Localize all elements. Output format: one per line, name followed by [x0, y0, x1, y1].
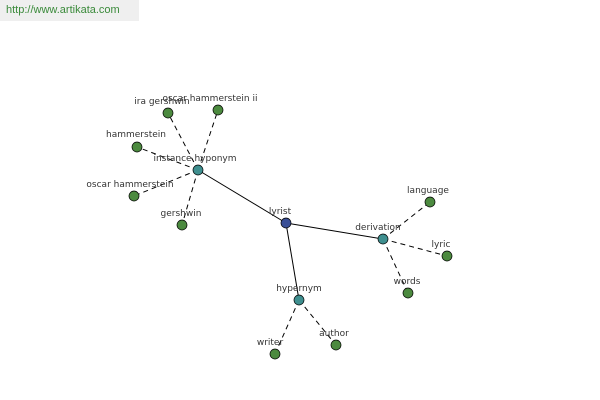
edge-instance-hyponym-hammerstein: [136, 146, 199, 171]
node-instance-hyponym-label[interactable]: instance hyponym: [153, 154, 236, 164]
edge-instance-hyponym-gershwin: [181, 169, 199, 226]
node-words-dot[interactable]: [402, 287, 414, 299]
node-writer[interactable]: writer: [257, 338, 284, 360]
edge-derivation-words: [382, 238, 409, 294]
node-hammerstein[interactable]: hammerstein: [106, 130, 166, 153]
node-language-dot[interactable]: [424, 196, 436, 208]
edge-root-instance-hyponym: [197, 169, 287, 224]
node-writer-dot[interactable]: [269, 348, 281, 360]
node-lyric-label[interactable]: lyric: [432, 240, 451, 250]
node-lyric-dot[interactable]: [441, 250, 453, 262]
graph-edges: [133, 109, 448, 355]
node-gershwin[interactable]: gershwin: [161, 209, 202, 231]
node-ira-gershwin[interactable]: ira gershwin: [134, 97, 190, 119]
edge-hypernym-writer: [274, 299, 300, 355]
node-words-label[interactable]: words: [394, 277, 421, 287]
source-url[interactable]: http://www.artikata.com: [0, 0, 139, 21]
node-author-label[interactable]: author: [319, 329, 349, 339]
node-instance-hyponym-dot[interactable]: [192, 164, 204, 176]
node-oscar-hammerstein[interactable]: oscar hammerstein: [86, 180, 174, 202]
node-hypernym[interactable]: hypernym: [276, 284, 322, 306]
edge-derivation-language: [382, 201, 431, 240]
node-oscar-hammerstein-ii-label[interactable]: oscar hammerstein ii: [162, 94, 257, 104]
edge-instance-hyponym-ira-gershwin: [167, 112, 199, 171]
node-lyrist-dot[interactable]: [280, 217, 292, 229]
node-gershwin-dot[interactable]: [176, 219, 188, 231]
node-oscar-hammerstein-ii-dot[interactable]: [212, 104, 224, 116]
edge-root-derivation: [285, 222, 384, 240]
edge-instance-hyponym-oscar-hammerstein: [133, 169, 199, 197]
node-lyric[interactable]: lyric: [432, 240, 453, 262]
node-language-label[interactable]: language: [407, 186, 449, 196]
node-ira-gershwin-label[interactable]: ira gershwin: [134, 97, 190, 107]
node-author[interactable]: author: [319, 329, 349, 351]
node-gershwin-label[interactable]: gershwin: [161, 209, 202, 219]
node-hammerstein-dot[interactable]: [131, 141, 143, 153]
node-author-dot[interactable]: [330, 339, 342, 351]
node-lyrist-label[interactable]: lyrist: [269, 207, 292, 217]
node-instance-hyponym[interactable]: instance hyponym: [153, 154, 237, 176]
node-oscar-hammerstein-dot[interactable]: [128, 190, 140, 202]
node-derivation-label[interactable]: derivation: [355, 223, 401, 233]
node-hypernym-label[interactable]: hypernym: [276, 284, 322, 294]
node-lyrist[interactable]: lyrist: [269, 207, 292, 229]
node-oscar-hammerstein-ii[interactable]: oscar hammerstein ii: [162, 94, 258, 116]
edge-instance-hyponym-oscar-hammerstein-ii: [197, 109, 219, 171]
node-hypernym-dot[interactable]: [293, 294, 305, 306]
node-oscar-hammerstein-label[interactable]: oscar hammerstein: [86, 180, 173, 190]
edge-root-hypernym: [285, 222, 300, 301]
node-writer-label[interactable]: writer: [257, 338, 284, 348]
edge-derivation-lyric: [382, 238, 448, 257]
node-derivation[interactable]: derivation: [355, 223, 401, 245]
edge-hypernym-author: [298, 299, 337, 346]
node-derivation-dot[interactable]: [377, 233, 389, 245]
node-ira-gershwin-dot[interactable]: [162, 107, 174, 119]
node-words[interactable]: words: [394, 277, 421, 299]
node-hammerstein-label[interactable]: hammerstein: [106, 130, 166, 140]
node-language[interactable]: language: [407, 186, 449, 208]
